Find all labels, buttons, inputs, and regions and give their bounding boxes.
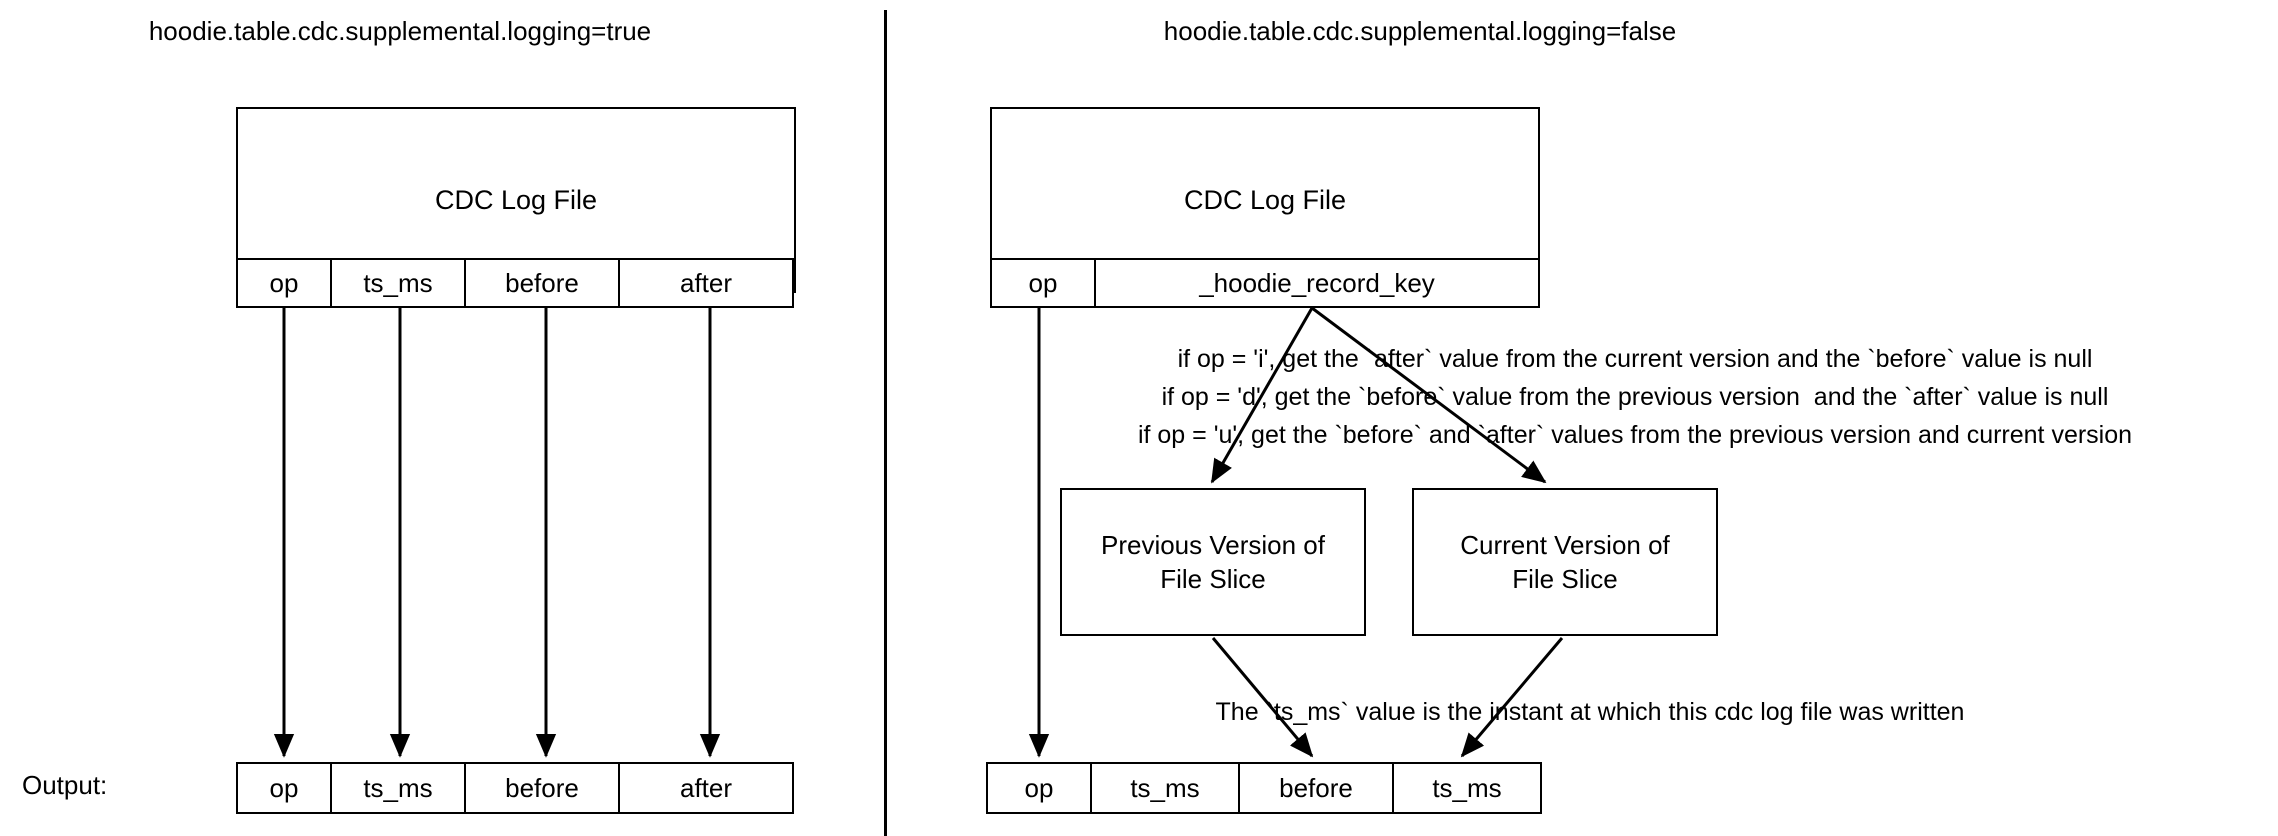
note-op-update: if op = 'u', get the `before` and `after… — [1137, 421, 2133, 449]
cdc-column-op-label: op — [269, 267, 299, 298]
cdc-column-after-label: after — [679, 267, 733, 298]
output-cell-ts-ms-label: ts_ms — [363, 772, 433, 803]
output-cell-ts-ms-2-right-label: ts_ms — [1432, 772, 1502, 803]
output-cell-after-label: after — [679, 772, 733, 803]
note-op-delete: if op = 'd', get the `before` value from… — [1161, 383, 2109, 411]
output-label: Output: — [22, 770, 108, 800]
output-cell-before-right-label: before — [1279, 772, 1353, 803]
output-cell-ts-ms-right-label: ts_ms — [1130, 772, 1200, 803]
previous-version-line2: File Slice — [1160, 564, 1266, 594]
cdc-column-hoodie-record-key-label: _hoodie_record_key — [1199, 267, 1435, 298]
output-cell-op: op — [236, 762, 332, 814]
cdc-column-before: before — [464, 258, 620, 308]
cdc-column-op-right-label: op — [1028, 267, 1058, 298]
cdc-column-op-right: op — [990, 258, 1096, 308]
cdc-log-file-label-right: CDC Log File — [1183, 184, 1347, 215]
cdc-column-ts-ms: ts_ms — [330, 258, 466, 308]
panel-title-supplemental-false: hoodie.table.cdc.supplemental.logging=fa… — [1163, 16, 1677, 46]
output-cell-ts-ms-right: ts_ms — [1090, 762, 1240, 814]
previous-version-file-slice-label: Previous Version of File Slice — [1101, 528, 1325, 596]
output-cell-before-label: before — [505, 772, 579, 803]
output-cell-ts-ms: ts_ms — [330, 762, 466, 814]
output-cell-op-right-label: op — [1024, 772, 1054, 803]
cdc-column-after: after — [618, 258, 794, 308]
note-op-insert: if op = 'i', get the `after` value from … — [1177, 345, 2093, 373]
output-cell-ts-ms-2-right: ts_ms — [1392, 762, 1542, 814]
current-version-file-slice-box: Current Version of File Slice — [1412, 488, 1718, 636]
output-row-right: op ts_ms before ts_ms — [986, 762, 1566, 814]
current-version-file-slice-label: Current Version of File Slice — [1460, 528, 1670, 596]
output-row-left: op ts_ms before after — [236, 762, 796, 814]
cdc-column-op: op — [236, 258, 332, 308]
cdc-column-hoodie-record-key: _hoodie_record_key — [1094, 258, 1540, 308]
output-cell-op-label: op — [269, 772, 299, 803]
panel-title-supplemental-true: hoodie.table.cdc.supplemental.logging=tr… — [148, 16, 652, 46]
left-panel-connectors — [273, 308, 721, 758]
previous-version-file-slice-box: Previous Version of File Slice — [1060, 488, 1366, 636]
cdc-column-before-label: before — [505, 267, 579, 298]
cdc-log-file-label: CDC Log File — [434, 184, 598, 215]
current-version-line2: File Slice — [1512, 564, 1618, 594]
previous-version-line1: Previous Version of — [1100, 530, 1325, 560]
output-cell-before-right: before — [1238, 762, 1394, 814]
cdc-column-ts-ms-label: ts_ms — [363, 267, 433, 298]
current-version-line1: Current Version of — [1460, 530, 1670, 560]
cdc-columns-row-right: op _hoodie_record_key — [990, 258, 1540, 308]
panel-divider — [884, 10, 887, 836]
cdc-columns-row-left: op ts_ms before after — [236, 258, 796, 308]
output-cell-after: after — [618, 762, 794, 814]
output-cell-before: before — [464, 762, 620, 814]
output-cell-op-right: op — [986, 762, 1092, 814]
note-ts-ms-instant: The `ts_ms` value is the instant at whic… — [1215, 698, 1965, 726]
